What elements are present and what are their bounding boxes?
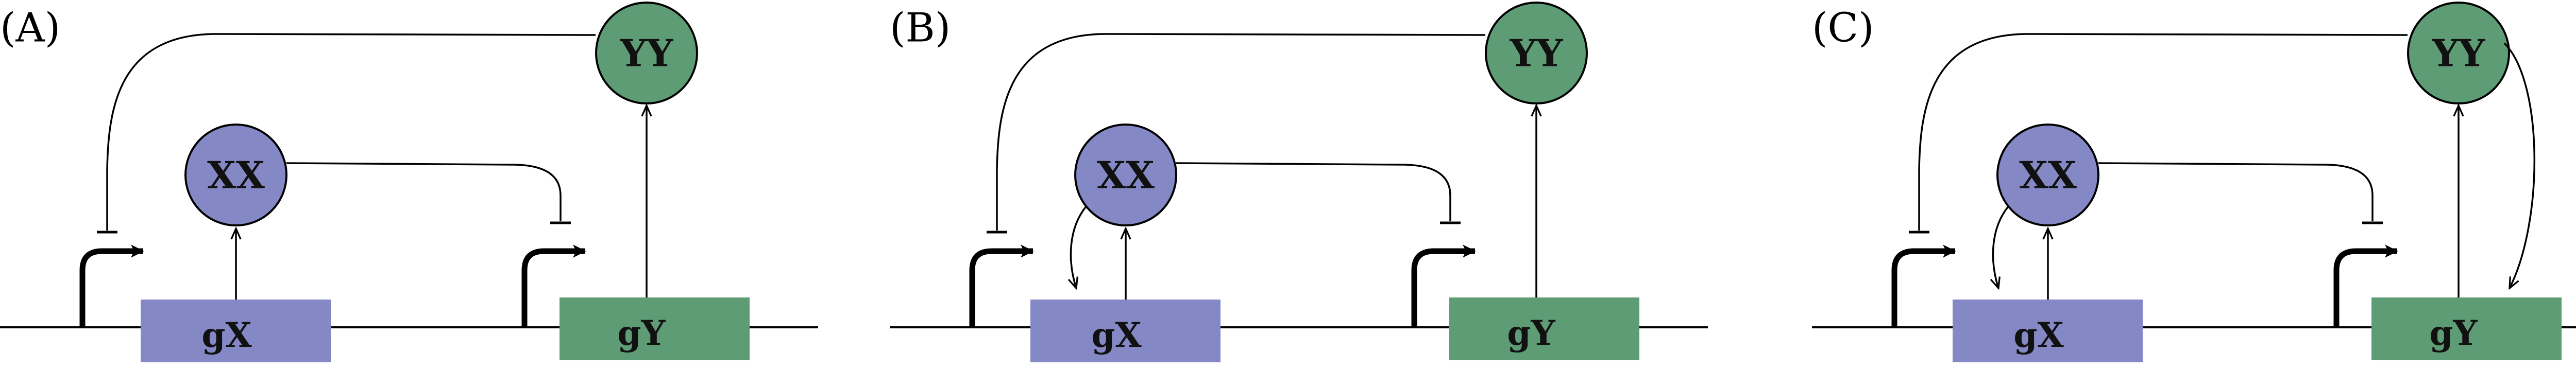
y-represses-gx-edge <box>1918 33 2408 231</box>
panel-label: (C) <box>1812 5 1874 51</box>
promoter-x-icon <box>969 244 1034 327</box>
promoter-x-icon <box>79 244 144 327</box>
gene-y-box <box>560 297 750 360</box>
protein-y-label: YY <box>2432 31 2486 75</box>
protein-y-node <box>595 2 698 104</box>
y-represses-gx-edge <box>106 33 596 231</box>
protein-y-node <box>2407 2 2510 104</box>
x-self-activation-edge <box>1071 205 1088 288</box>
protein-x-node <box>184 124 287 226</box>
gene-x-label: gX <box>2013 315 2064 355</box>
gene-y-box <box>2371 297 2562 360</box>
gene-x-box <box>141 300 331 362</box>
x-represses-gy-edge <box>286 162 562 221</box>
gene-y-label: gY <box>1507 313 1555 353</box>
promoter-y-icon <box>1411 244 1476 327</box>
panel-b: (B) gX gY XX YY <box>890 2 1708 362</box>
panel-label: (B) <box>890 5 951 51</box>
x-represses-gy-edge <box>2098 162 2374 221</box>
panel-c: (C) gX gY XX YY <box>1812 2 2576 362</box>
panel-label: (A) <box>0 5 60 51</box>
gene-y-label: gY <box>2429 313 2478 353</box>
promoter-y-icon <box>2333 244 2398 327</box>
x-represses-gy-edge <box>1176 162 1451 221</box>
gene-x-label: gX <box>1091 315 1142 355</box>
protein-x-node <box>1074 124 1177 226</box>
protein-x-label: XX <box>2019 153 2077 197</box>
gene-x-label: gX <box>201 315 252 355</box>
protein-y-label: YY <box>620 31 674 75</box>
promoter-y-icon <box>521 244 586 327</box>
gene-y-box <box>1449 297 1639 360</box>
promoter-x-icon <box>1891 244 1956 327</box>
gene-x-box <box>1030 300 1221 362</box>
y-activates-gy-edge <box>2503 42 2536 288</box>
protein-x-label: XX <box>1097 153 1155 197</box>
gene-x-box <box>1953 300 2143 362</box>
protein-x-label: XX <box>207 153 265 197</box>
x-self-activation-edge <box>1993 205 2010 288</box>
y-represses-gx-edge <box>996 33 1486 231</box>
gene-y-label: gY <box>617 313 666 353</box>
protein-x-node <box>1996 124 2099 226</box>
protein-y-label: YY <box>1510 31 1564 75</box>
panel-a: (A) gX gY XX YY <box>0 2 818 362</box>
protein-y-node <box>1485 2 1588 104</box>
